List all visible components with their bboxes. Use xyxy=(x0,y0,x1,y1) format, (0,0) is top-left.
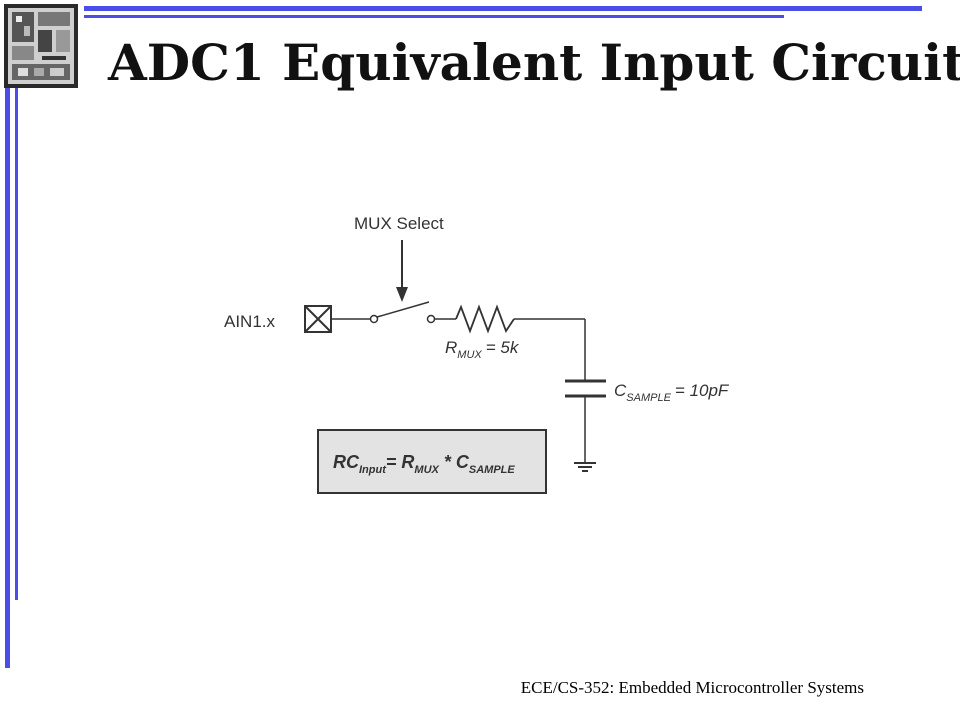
top-inner-bar xyxy=(84,15,784,18)
capacitor-symbol xyxy=(565,379,606,398)
input-pin-icon xyxy=(304,305,332,333)
ic-chip-die-icon xyxy=(4,4,78,88)
slide-footer: ECE/CS-352: Embedded Microcontroller Sys… xyxy=(520,678,864,697)
slide-title: ADC1 Equivalent Input Circuit xyxy=(108,33,960,92)
ground-icon xyxy=(574,462,596,472)
capacitor-value: = 10pF xyxy=(675,381,730,400)
left-inner-bar xyxy=(15,88,18,600)
pin-label: AIN1.x xyxy=(224,312,276,331)
mux-switch xyxy=(369,301,436,324)
formula-c-sub: SAMPLE xyxy=(469,464,516,476)
resistor-subscript: MUX xyxy=(457,349,482,361)
formula-op: * C xyxy=(439,452,470,472)
resistor-label: RMUX = 5k xyxy=(445,338,520,361)
mux-select-label: MUX Select xyxy=(354,214,444,233)
top-border-bar xyxy=(84,6,922,11)
formula-box xyxy=(317,429,547,494)
formula-eq: = R xyxy=(386,452,415,472)
formula-lhs: RC xyxy=(333,452,360,472)
formula-text: RCInput= RMUX * CSAMPLE xyxy=(333,452,515,476)
capacitor-subscript: SAMPLE xyxy=(626,392,671,404)
mux-arrowhead xyxy=(396,287,408,302)
capacitor-label: CSAMPLE = 10pF xyxy=(614,381,730,404)
left-border-bar xyxy=(5,88,10,668)
resistor-value: = 5k xyxy=(486,338,520,357)
resistor-symbol xyxy=(455,304,515,334)
formula-r-sub: MUX xyxy=(414,464,439,476)
formula-lhs-sub: Input xyxy=(359,464,387,476)
capacitor-symbol-text: C xyxy=(614,381,627,400)
resistor-symbol-text: R xyxy=(445,338,457,357)
